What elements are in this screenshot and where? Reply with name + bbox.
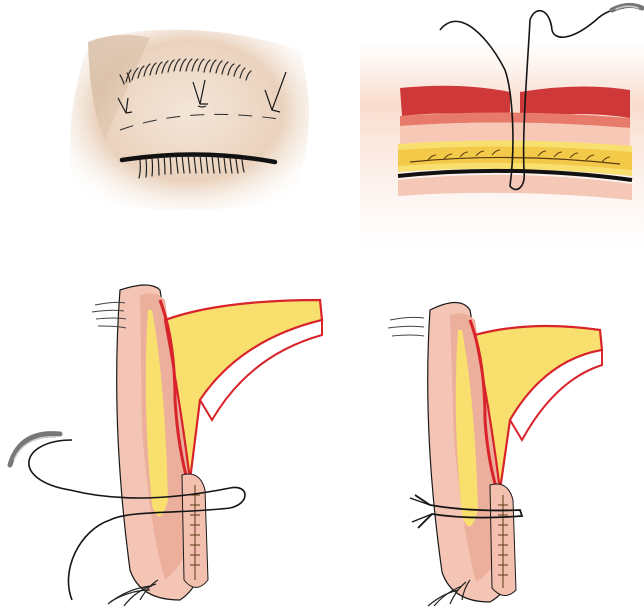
panel-a-svg	[60, 20, 320, 210]
panel-d-svg	[370, 290, 644, 608]
panel-c-sagittal-passed	[0, 280, 330, 608]
needle	[10, 434, 60, 465]
panel-c-svg	[0, 280, 330, 608]
panel-a-closed-eye	[60, 20, 320, 210]
panel-b-cross-section	[340, 0, 644, 250]
brow-hairs	[388, 317, 424, 336]
panel-d-sagittal-tied	[370, 290, 644, 608]
panel-b-svg	[340, 0, 644, 250]
